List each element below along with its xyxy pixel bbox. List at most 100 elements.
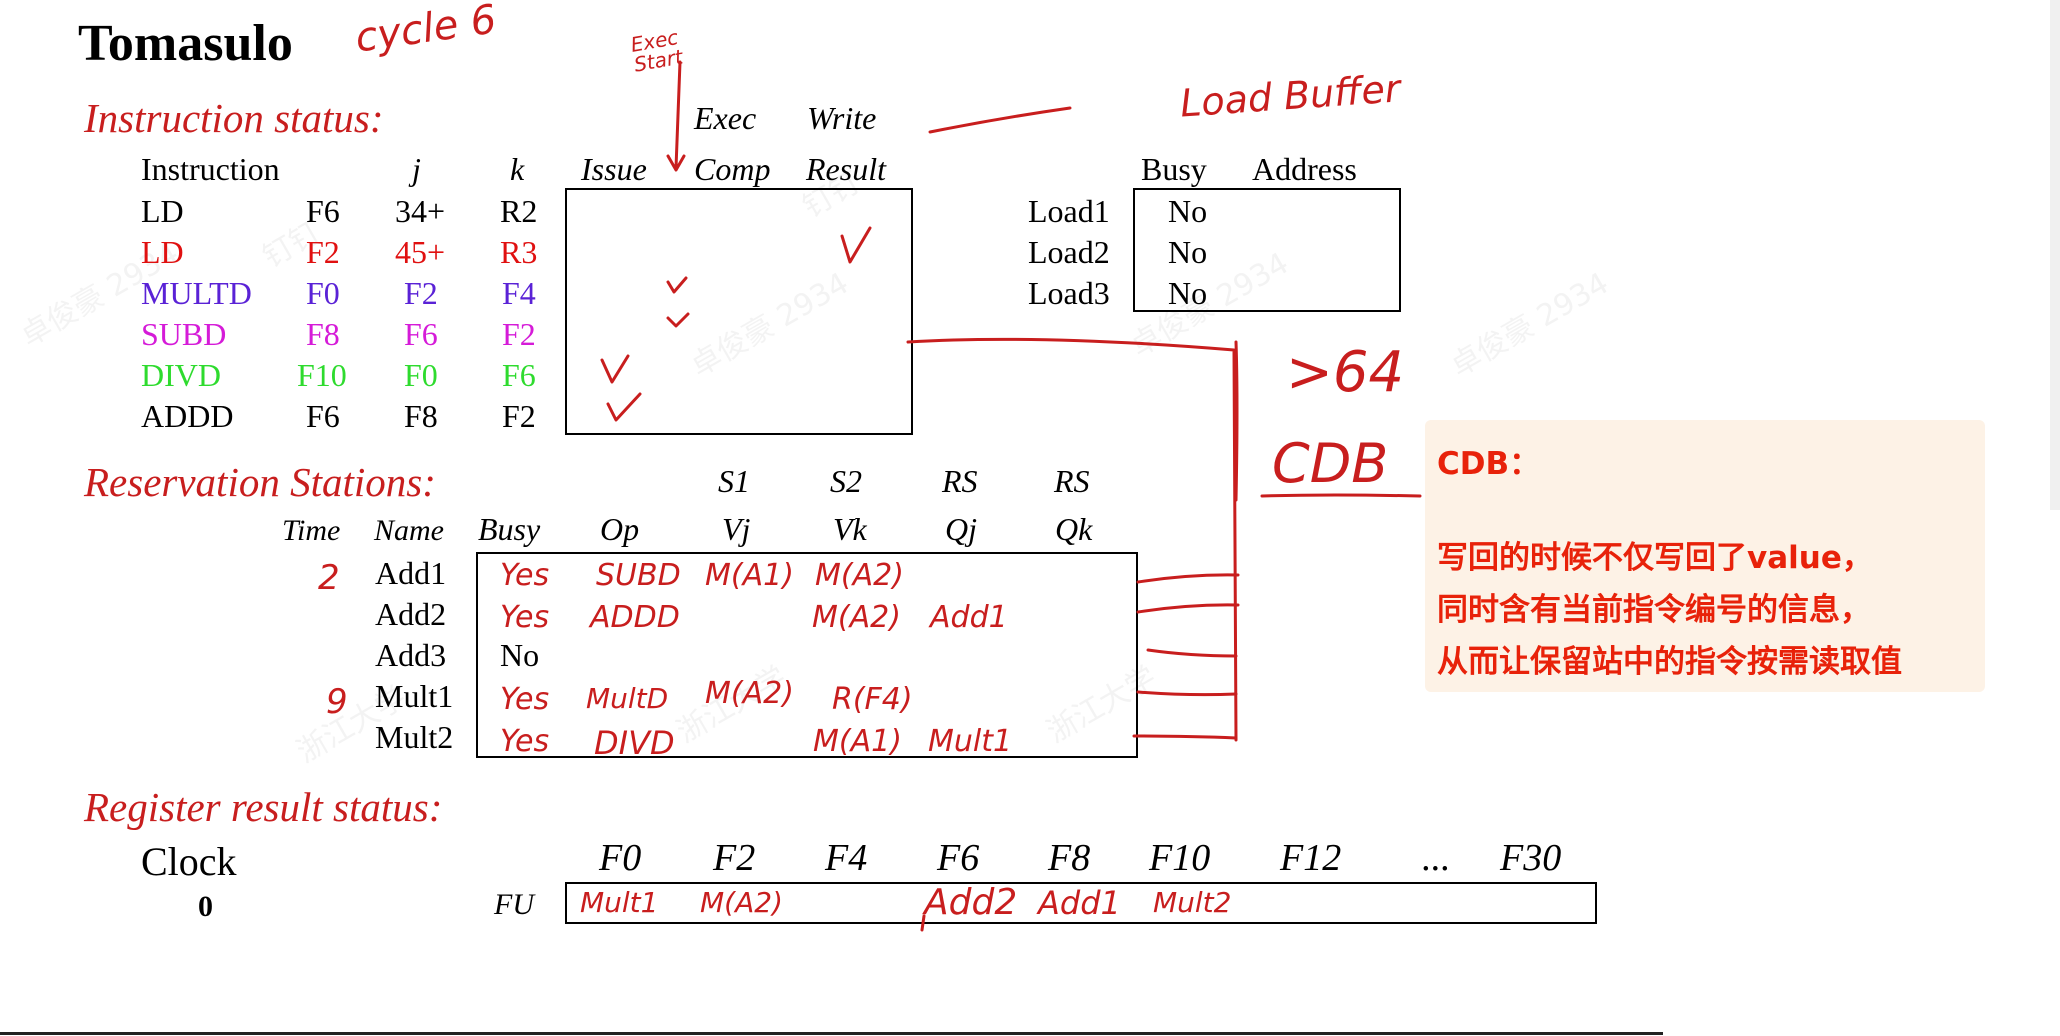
rs-row-5-busy: Yes — [500, 724, 550, 759]
reg-f4: F4 — [825, 837, 868, 879]
instr-row-2-k: R3 — [500, 234, 538, 270]
instr-row-2-j: 45+ — [395, 234, 446, 270]
instr-row-5-dest: F10 — [297, 357, 347, 393]
exec-top-header: Exec — [694, 100, 757, 136]
instr-row-1-op: LD — [141, 193, 184, 229]
bus-tap — [1132, 734, 1238, 740]
rs-row-3-busy: No — [500, 637, 540, 673]
fu-f6: Add2 — [924, 882, 1018, 923]
rs-row-5-name: Mult2 — [375, 719, 454, 755]
fu-f0: Mult1 — [580, 886, 659, 919]
reservation-stations-heading: Reservation Stations: — [84, 459, 436, 505]
instr-row-5-j: F0 — [404, 357, 438, 393]
rs-time-header: Time — [282, 514, 341, 547]
load2-busy: No — [1168, 234, 1208, 270]
instr-row-4-op: SUBD — [141, 316, 227, 352]
rs-row-1-name: Add1 — [375, 555, 447, 591]
load-busy-header: Busy — [1141, 151, 1207, 187]
gt64-annotation: >64 — [1286, 340, 1405, 405]
comp-col-header: Comp — [694, 151, 771, 187]
instr-row-3-j: F2 — [404, 275, 438, 311]
bus-tap — [1146, 648, 1238, 658]
reg-f10: F10 — [1149, 837, 1211, 879]
right-edge-strip — [2050, 0, 2060, 510]
rs-qk-header: Qk — [1055, 511, 1093, 547]
reg-f6: F6 — [937, 837, 980, 879]
clock-value: 0 — [198, 890, 213, 923]
instr-row-6-k: F2 — [502, 398, 536, 434]
instr-row-6-op: ADDD — [141, 398, 234, 434]
rs-row-2-op: ADDD — [590, 600, 680, 635]
load2-name: Load2 — [1028, 234, 1110, 270]
s2-header: S2 — [830, 463, 862, 499]
rs-row-1-op: SUBD — [596, 558, 681, 593]
clock-label: Clock — [141, 839, 237, 884]
instruction-status-box — [565, 188, 913, 435]
note-line: 同时含有当前指令编号的信息， — [1437, 592, 1871, 628]
rs-row-4-name: Mult1 — [375, 678, 454, 714]
note-title: CDB： — [1437, 446, 1541, 482]
instr-row-1-j: 34+ — [395, 193, 446, 229]
rs-row-1-time: 2 — [318, 558, 340, 598]
load-buffer-box — [1133, 188, 1401, 312]
instruction-status-heading: Instruction status: — [84, 95, 384, 141]
fu-label: FU — [494, 888, 534, 921]
instr-row-3-dest: F0 — [306, 275, 340, 311]
issue-col-header: Issue — [581, 151, 647, 187]
rs-row-2-name: Add2 — [375, 596, 447, 632]
load1-name: Load1 — [1028, 193, 1110, 229]
rs-row-2-busy: Yes — [500, 600, 550, 635]
fu-f10: Mult2 — [1153, 886, 1232, 919]
rs-row-4-time: 9 — [326, 682, 348, 722]
register-status-heading: Register result status: — [84, 784, 443, 830]
rs-row-4-vj: M(A2) — [705, 676, 794, 711]
load3-busy: No — [1168, 275, 1208, 311]
note-line: 写回的时候不仅写回了value， — [1437, 540, 1873, 576]
instr-row-6-dest: F6 — [306, 398, 340, 434]
cdb-note: CDB： 写回的时候不仅写回了value， 同时含有当前指令编号的信息， 从而让… — [1425, 420, 1985, 692]
bottom-divider — [0, 1032, 1663, 1035]
register-fu-box — [565, 882, 1597, 924]
instr-row-4-k: F2 — [502, 316, 536, 352]
cdb-underline — [1260, 493, 1422, 498]
rs-row-4-busy: Yes — [500, 682, 550, 717]
rs-row-1-vj: M(A1) — [705, 558, 794, 593]
reg-ellipsis: ... — [1422, 837, 1451, 879]
instr-row-3-k: F4 — [502, 275, 536, 311]
rs-op-header: Op — [600, 511, 640, 547]
rs-row-3-name: Add3 — [375, 637, 447, 673]
instr-row-1-k: R2 — [500, 193, 538, 229]
load-address-header: Address — [1252, 151, 1357, 187]
reg-f2: F2 — [713, 837, 756, 879]
reg-f30: F30 — [1500, 837, 1562, 879]
page-title: Tomasulo — [78, 15, 293, 72]
exec-start-arrow — [666, 60, 686, 172]
rs-row-1-vk: M(A2) — [815, 558, 904, 593]
rs-vk-header: Vk — [833, 511, 867, 547]
write-top-header: Write — [807, 100, 877, 136]
bus-tap — [1136, 603, 1240, 614]
rs-busy-header: Busy — [478, 511, 541, 547]
instr-row-2-op: LD — [141, 234, 184, 270]
reg-f0: F0 — [599, 837, 642, 879]
bus-tap — [1136, 690, 1238, 697]
reg-f8: F8 — [1048, 837, 1091, 879]
watermark: 卓俊豪 2934 — [1444, 265, 1615, 385]
rs-name-header: Name — [374, 514, 444, 547]
fu-f2: M(A2) — [700, 886, 783, 919]
cycle-annotation: cycle 6 — [352, 0, 500, 62]
instr-row-5-k: F6 — [502, 357, 536, 393]
instr-row-1-dest: F6 — [306, 193, 340, 229]
rs-vj-header: Vj — [722, 511, 751, 547]
rs-row-4-vk: R(F4) — [832, 682, 913, 717]
rs-qj-header: Qj — [945, 511, 977, 547]
load3-name: Load3 — [1028, 275, 1110, 311]
reg-f12: F12 — [1280, 837, 1342, 879]
instr-row-3-op: MULTD — [141, 275, 252, 311]
rs-row-4-op: MultD — [586, 682, 669, 715]
instruction-col-header: Instruction — [141, 151, 280, 187]
exec-start-annotation: Exec Start — [628, 24, 685, 77]
rs-row-1-busy: Yes — [500, 558, 550, 593]
note-line: 从而让保留站中的指令按需读取值 — [1437, 644, 1902, 680]
broadcast-underline — [928, 106, 1072, 134]
